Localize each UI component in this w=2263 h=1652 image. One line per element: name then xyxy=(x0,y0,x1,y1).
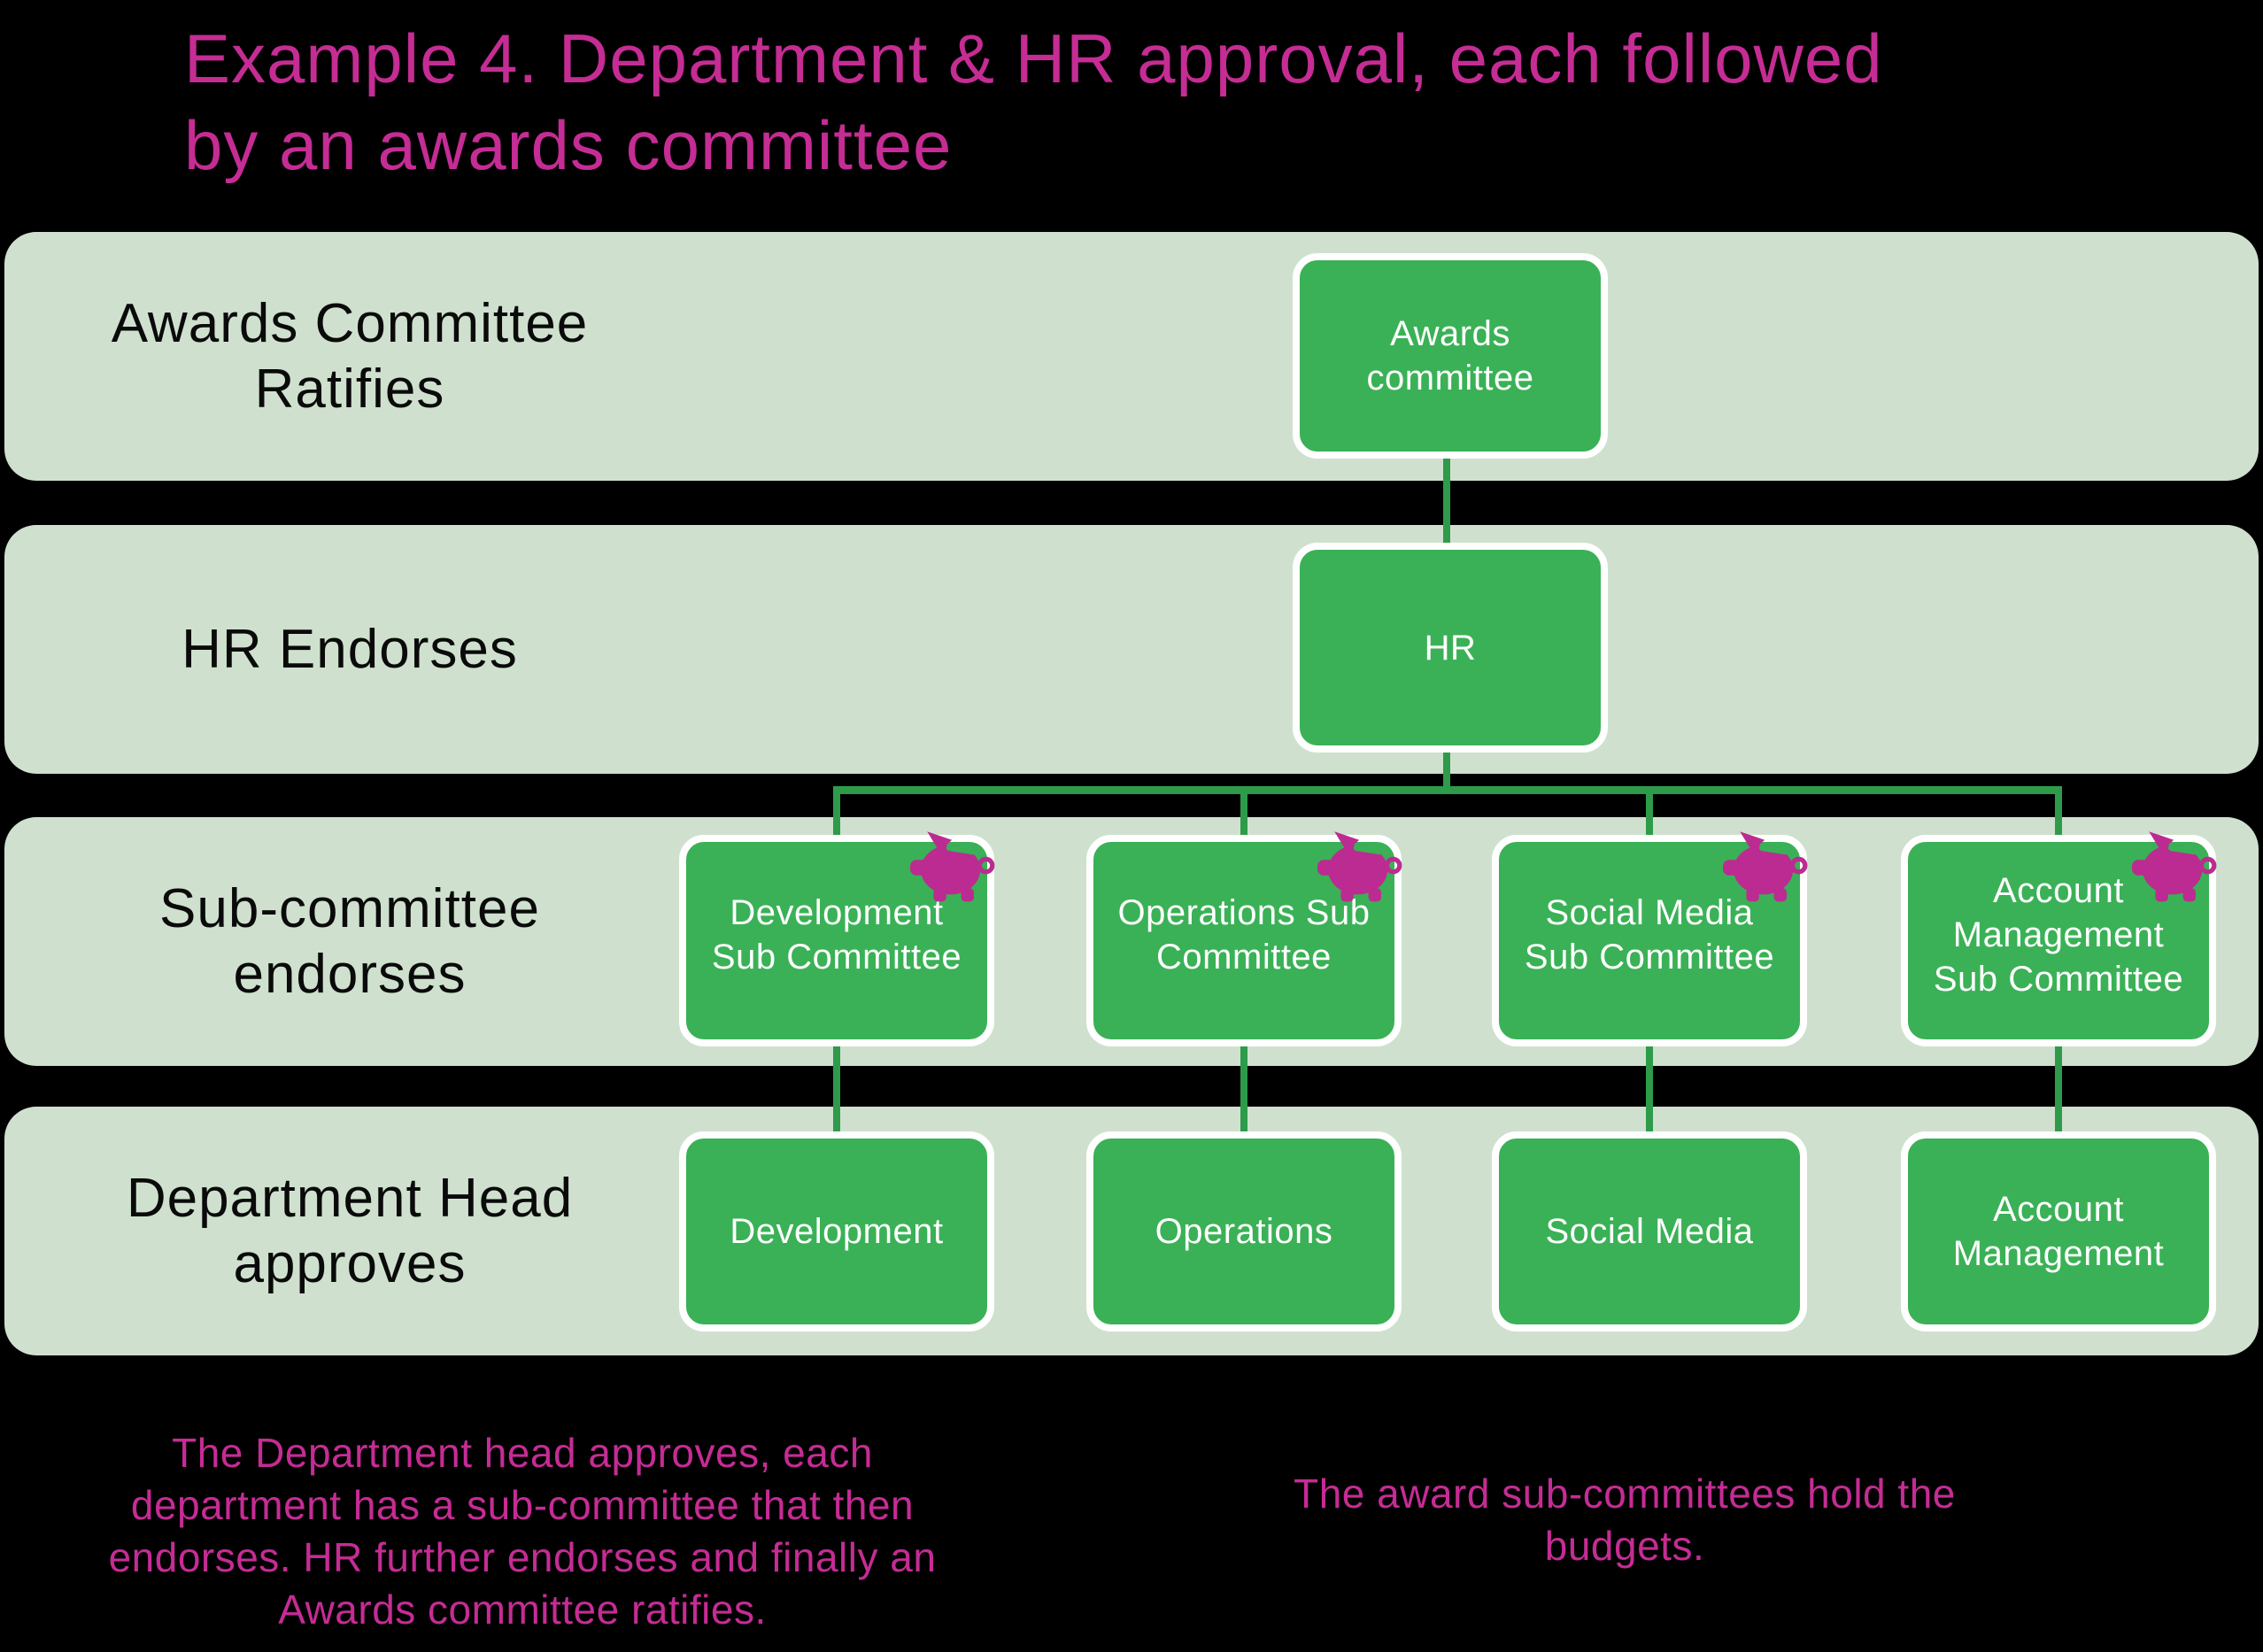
connector-branch-social-media xyxy=(1646,791,1653,845)
row-label-awards-committee-ratifies: Awards Committee Ratifies xyxy=(111,293,589,420)
piggy-bank-icon xyxy=(900,829,1006,903)
connector-account-sub-to-account xyxy=(2055,1038,2062,1142)
note-budgets: The award sub-committees hold the budget… xyxy=(1294,1471,1956,1569)
connector-branch-operations xyxy=(1240,791,1247,845)
row-label-department-head-approves: Department Head approves xyxy=(126,1168,574,1294)
node-account-management-sub-committee-label: Account Management Sub Committee xyxy=(1933,870,2184,999)
connector-social-media-sub-to-social-media xyxy=(1646,1038,1653,1142)
connector-branch-account-management xyxy=(2055,791,2062,845)
band-hr-endorses: HR Endorses xyxy=(4,525,2259,774)
connector-operations-sub-to-operations xyxy=(1240,1038,1247,1142)
piggy-bank-icon xyxy=(1307,829,1413,903)
row-label-hr-endorses: HR Endorses xyxy=(182,618,518,680)
band-awards-committee-ratifies: Awards Committee Ratifies xyxy=(4,232,2259,481)
node-operations-sub-committee-label: Operations Sub Committee xyxy=(1117,892,1371,977)
node-social-media-label: Social Media xyxy=(1545,1212,1754,1251)
piggy-bank-icon xyxy=(2121,829,2228,903)
node-development-sub-committee-label: Development Sub Committee xyxy=(711,892,962,977)
piggy-bank-icon xyxy=(1712,829,1819,903)
node-development-label: Development xyxy=(730,1212,944,1251)
node-development: Development xyxy=(679,1131,994,1332)
node-hr: HR xyxy=(1293,543,1608,753)
note-approval-flow: The Department head approves, each depar… xyxy=(108,1430,937,1633)
node-account-management-sub-committee: Account Management Sub Committee xyxy=(1901,835,2216,1046)
node-social-media: Social Media xyxy=(1492,1131,1807,1332)
connector-branch-horizontal xyxy=(833,786,2062,794)
node-operations: Operations xyxy=(1086,1131,1402,1332)
node-hr-label: HR xyxy=(1424,628,1477,668)
node-account-management: Account Management xyxy=(1901,1131,2216,1332)
connector-development-sub-to-development xyxy=(833,1038,840,1142)
connector-hr-to-branch xyxy=(1443,739,1450,792)
row-label-sub-committee-endorses: Sub-committee endorses xyxy=(159,878,540,1005)
slide-title: Example 4. Department & HR approval, eac… xyxy=(184,19,1883,184)
node-social-media-sub-committee-label: Social Media Sub Committee xyxy=(1524,892,1775,977)
node-account-management-label: Account Management xyxy=(1952,1190,2165,1273)
connector-branch-development xyxy=(833,791,840,845)
node-awards-committee: Awards committee xyxy=(1293,253,1608,459)
node-awards-committee-label: Awards committee xyxy=(1366,314,1534,398)
node-operations-label: Operations xyxy=(1155,1212,1333,1251)
connector-awards-to-hr xyxy=(1443,447,1450,558)
